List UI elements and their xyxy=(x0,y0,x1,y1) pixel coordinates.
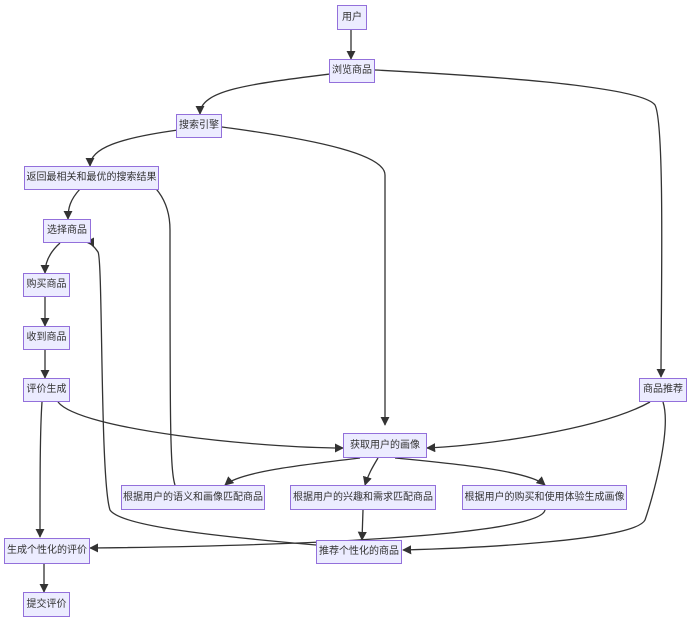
node-recommend: 商品推荐 xyxy=(639,378,687,402)
edge-search-results xyxy=(85,129,179,167)
node-results: 返回最相关和最优的搜索结果 xyxy=(24,166,159,190)
node-select: 选择商品 xyxy=(43,219,91,243)
edge-personalgoods-select xyxy=(85,237,317,546)
edge-recommend-profile xyxy=(426,401,651,453)
edge-profile-interest xyxy=(362,457,379,486)
node-profile: 获取用户的画像 xyxy=(343,433,427,458)
edge-profile-semantic xyxy=(224,457,361,486)
edge-reviewgen-personalreview xyxy=(35,401,45,538)
node-review-gen: 评价生成 xyxy=(23,378,70,402)
edge-search-profile xyxy=(221,126,390,426)
edge-select-buy xyxy=(40,242,61,274)
node-personal-review: 生成个性化的评价 xyxy=(4,538,90,564)
edge-recommend-personalgoods xyxy=(402,401,666,555)
node-browse: 浏览商品 xyxy=(329,59,375,83)
node-match-semantic: 根据用户的语义和画像匹配商品 xyxy=(121,485,265,510)
edge-browse-search xyxy=(195,73,331,115)
edge-interest-personalgoods xyxy=(357,509,367,541)
node-match-interest: 根据用户的兴趣和需求匹配商品 xyxy=(290,485,436,510)
node-receive: 收到商品 xyxy=(23,326,70,350)
edge-semantic-results xyxy=(124,166,176,486)
edge-profile-genprofile xyxy=(394,457,546,486)
node-submit: 提交评价 xyxy=(23,592,70,617)
node-buy: 购买商品 xyxy=(23,273,70,297)
node-gen-profile: 根据用户的购买和使用体验生成画像 xyxy=(462,485,627,510)
edge-reviewgen-profile xyxy=(57,401,344,453)
edge-results-select xyxy=(63,188,81,220)
node-personal-goods: 推荐个性化的商品 xyxy=(316,540,402,564)
edge-genprofile-personalreview xyxy=(89,509,546,553)
node-search: 搜索引擎 xyxy=(176,114,222,138)
edge-browse-recommend xyxy=(374,69,666,378)
node-user: 用户 xyxy=(337,5,367,30)
